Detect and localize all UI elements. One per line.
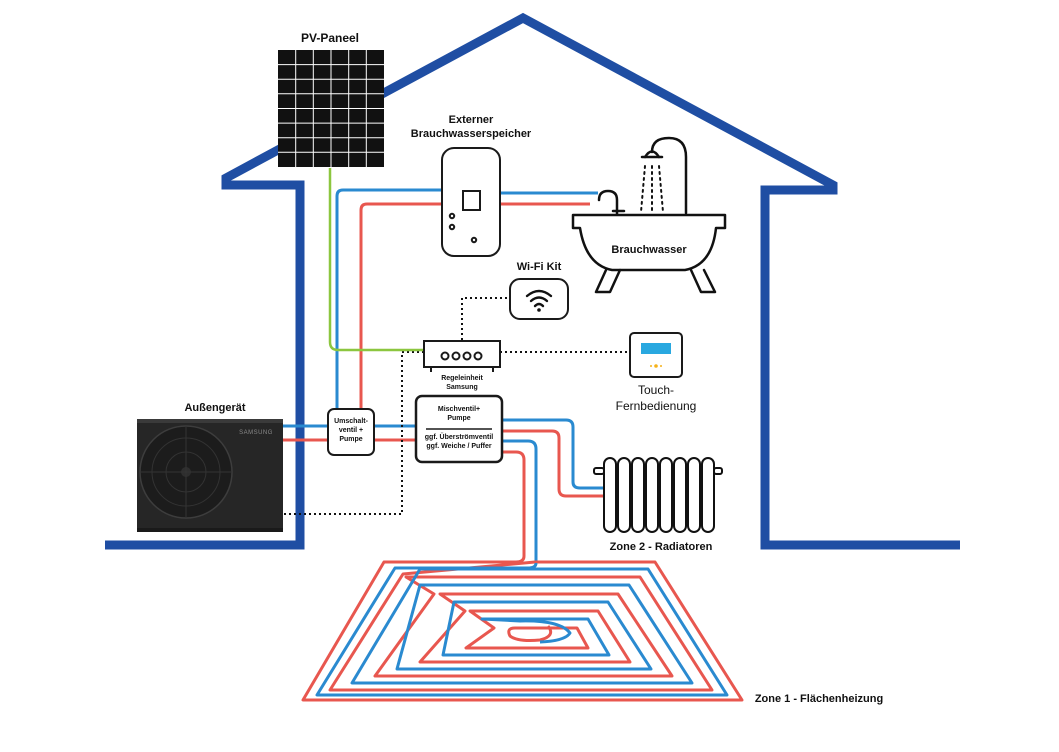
touch-label-line2: Fernbedienung (615, 399, 697, 413)
tank-label-line2: Brauchwasserspeicher (410, 128, 532, 140)
signal-lines (284, 297, 630, 515)
touch-label-line1: Touch- (637, 383, 675, 397)
switch-valve-box (327, 408, 375, 456)
wifi-kit (509, 278, 569, 320)
mixing-valve-box (414, 394, 504, 464)
outdoor-brand-logo: SAMSUNG (239, 430, 273, 436)
wifi-signal-line (461, 297, 510, 340)
wifi-icon (525, 289, 553, 308)
control-unit-label-line1: Regeleinheit (441, 375, 483, 382)
floor-pipe-cold (502, 439, 538, 563)
bathtub-icon (571, 136, 727, 294)
radiator-pipe-hot (502, 429, 604, 498)
house-outline (105, 12, 960, 550)
wifi-kit-label: Wi-Fi Kit (516, 261, 562, 273)
tank-label-line1: Externer (448, 114, 494, 126)
mixing-valve-label-line3: ggf. Überströmventil (424, 434, 494, 441)
outdoor-unit-label: Außengerät (184, 402, 246, 414)
outdoor-signal-line (284, 351, 424, 515)
pv-panel-label: PV-Paneel (300, 31, 360, 45)
touch-remote (629, 332, 683, 378)
floor-heating-spiral (301, 555, 744, 702)
spiral-cold (315, 562, 729, 697)
outdoor-unit (137, 419, 283, 532)
radiator-pipe-cold (502, 418, 604, 490)
pipes (282, 188, 604, 563)
remote-button-dot (654, 364, 658, 368)
mixing-valve-label-line2: Pumpe (447, 415, 471, 422)
control-unit-label-line2: Samsung (446, 384, 478, 391)
switch-valve-label-line3: Pumpe (339, 436, 363, 443)
mixing-valve-label-line4: ggf. Weiche / Puffer (426, 443, 492, 450)
water-tank (441, 147, 501, 257)
pv-connection-line (328, 168, 424, 352)
tank-pipe-cold (335, 188, 442, 412)
switch-valve-label-line2: ventil + (338, 427, 364, 434)
zone2-label: Zone 2 - Radiatoren (609, 541, 713, 553)
zone1-label: Zone 1 - Flächenheizung (754, 693, 884, 705)
spiral-hot (301, 555, 744, 702)
radiator-icon (593, 457, 723, 533)
bathtub-label: Brauchwasser (611, 244, 687, 256)
control-unit (423, 340, 501, 372)
pv-panel (278, 50, 384, 167)
mixing-valve-label-line1: Mischventil+ (437, 406, 481, 413)
tank-pipe-hot (359, 202, 442, 412)
floor-pipe-hot (502, 450, 526, 556)
switch-valve-label-line1: Umschalt- (334, 418, 368, 425)
